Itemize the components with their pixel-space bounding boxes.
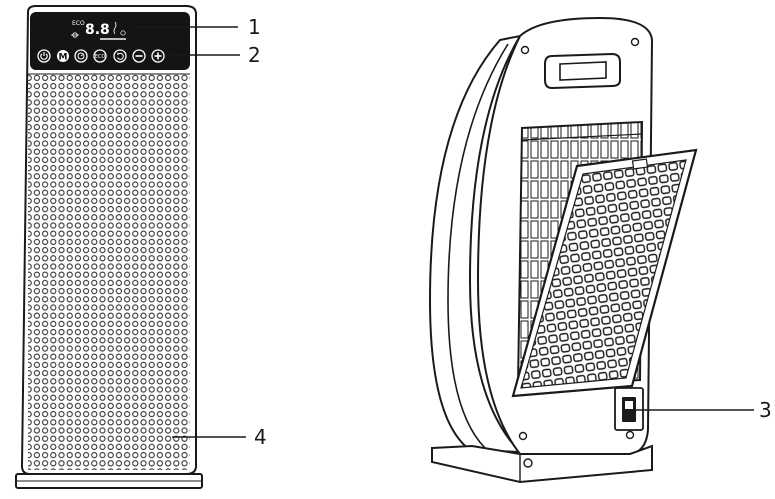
rocker-switch[interactable] (614, 387, 644, 431)
oscillation-icon (116, 52, 124, 60)
callout-2: 2 (170, 43, 261, 67)
front-view-heater: ECO 8.8 (15, 5, 203, 489)
screw-top-left (520, 45, 530, 55)
callout-2-label: 2 (248, 43, 261, 67)
control-panel (30, 12, 190, 70)
foot-screw (523, 458, 533, 468)
timer-button[interactable] (74, 49, 88, 63)
carry-handle (544, 52, 621, 90)
temperature-digits: 8.8 (85, 22, 110, 38)
mode-icon: M (59, 53, 68, 63)
timer-icon (77, 52, 85, 60)
plus-icon (154, 52, 162, 60)
plus-button[interactable] (151, 49, 165, 63)
front-grille (28, 74, 190, 470)
rear-base (431, 444, 653, 484)
callout-1-label: 1 (248, 15, 261, 39)
callout-3: 3 (630, 398, 772, 422)
minus-button[interactable] (132, 49, 146, 63)
control-buttons: M ECO (37, 49, 165, 63)
screw-top-right (630, 37, 640, 47)
mode-button[interactable]: M (57, 50, 69, 63)
power-button[interactable] (37, 49, 51, 63)
timer-indicator-icon (120, 30, 126, 36)
callout-1: 1 (134, 15, 261, 39)
eco-button[interactable]: ECO (93, 49, 107, 63)
back-view-heater (428, 16, 698, 484)
display-underline (100, 38, 126, 40)
callout-3-label: 3 (759, 398, 772, 422)
fan-icon (71, 32, 79, 38)
screw-bottom-left (518, 431, 528, 441)
callout-4: 4 (172, 425, 267, 449)
callout-4-label: 4 (254, 425, 267, 449)
led-display: ECO 8.8 (71, 20, 126, 40)
filter-tab (631, 158, 649, 170)
eco-icon: ECO (95, 54, 106, 60)
power-icon (40, 52, 48, 60)
filter-mesh (520, 159, 687, 389)
eco-indicator-label: ECO (72, 20, 85, 27)
oscillation-button[interactable] (113, 49, 127, 63)
screw-bottom-right (625, 430, 635, 440)
heat-icon (113, 21, 117, 35)
